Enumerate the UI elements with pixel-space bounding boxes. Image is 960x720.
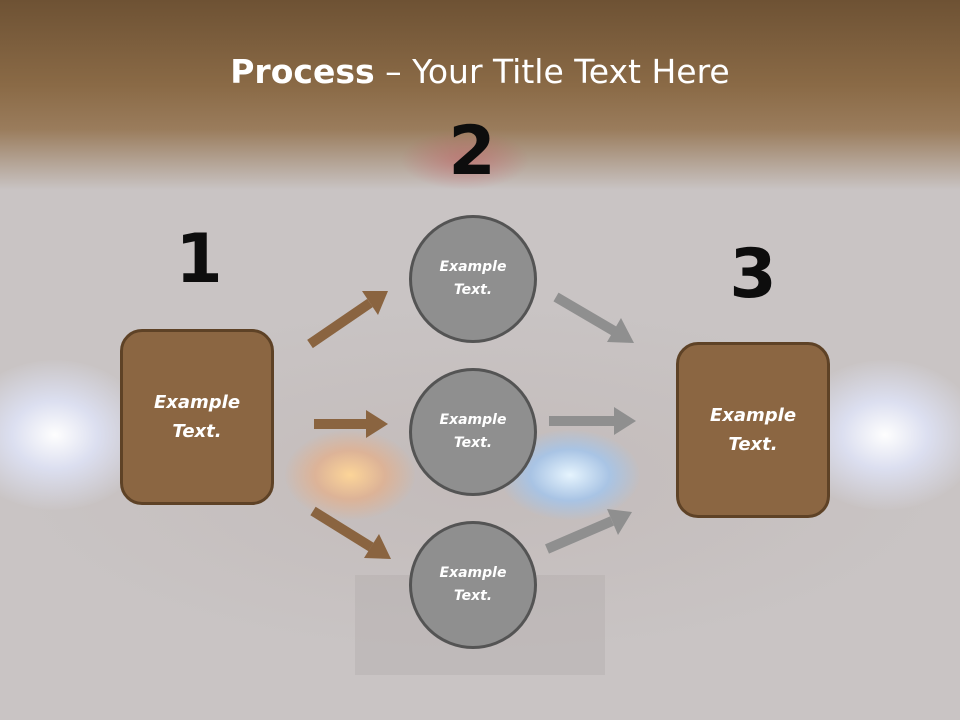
arrow-bottom-to-3	[545, 509, 632, 554]
step-number-3: 3	[729, 235, 777, 314]
arrow-1-to-top	[307, 291, 388, 349]
step-3-box: Example Text.	[676, 342, 830, 518]
step-number-2: 2	[448, 112, 496, 191]
step-3-label: Example Text.	[709, 405, 797, 455]
step-2-circle-middle: Example Text.	[409, 368, 537, 496]
arrow-1-to-middle	[314, 410, 388, 438]
step-2-circle-top: Example Text.	[409, 215, 537, 343]
title-bold: Process	[230, 52, 375, 91]
step-1-box: Example Text.	[120, 329, 274, 505]
slide-title: Process – Your Title Text Here	[0, 52, 960, 91]
light-glow-amber	[285, 430, 415, 520]
arrow-middle-to-3	[549, 407, 636, 435]
step-1-label: Example Text.	[153, 392, 241, 442]
title-rest: – Your Title Text Here	[374, 52, 730, 91]
step-2-circle-bottom: Example Text.	[409, 521, 537, 649]
step-2-label-middle: Example Text.	[439, 412, 507, 451]
arrow-1-to-bottom	[310, 506, 391, 559]
header-band	[0, 0, 960, 190]
step-2-label-top: Example Text.	[439, 259, 507, 298]
light-glow-red	[400, 130, 530, 190]
step-2-label-bottom: Example Text.	[439, 565, 507, 604]
arrow-top-to-3	[553, 292, 634, 343]
step-number-1: 1	[175, 220, 223, 299]
